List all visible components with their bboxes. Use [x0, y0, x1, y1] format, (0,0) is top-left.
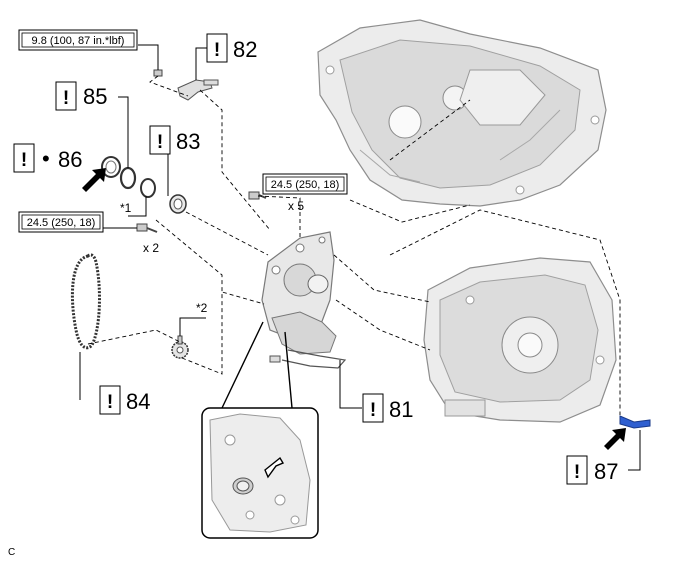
callout-87: ! 87: [566, 455, 618, 485]
caution-icon: !: [370, 400, 376, 421]
torque-spec-2: 24.5 (250, 18): [262, 173, 348, 195]
callout-82-label: 82: [233, 37, 257, 62]
caution-icon: !: [21, 150, 27, 171]
callout-85: ! 85: [55, 81, 107, 111]
callout-leaders: [79, 44, 641, 471]
assembly-lines: [87, 75, 621, 415]
bolts-x5-part: [248, 191, 267, 200]
note-star-1: *1: [120, 201, 132, 215]
torque-spec-3-text: 24.5 (250, 18): [27, 217, 96, 229]
inset-leader-left: [221, 321, 264, 409]
ring-85-part: [119, 166, 137, 190]
callout-86-label: 86: [58, 147, 82, 172]
drain-plug-87-part: [619, 415, 651, 429]
sprocket-part: [171, 335, 189, 359]
chain-84-part: [70, 253, 101, 350]
callout-81: ! 81: [362, 393, 413, 423]
torque-spec-3: 24.5 (250, 18): [18, 211, 104, 233]
bolts-x2-part: [136, 223, 158, 233]
oil-pump-assembly: [261, 231, 347, 369]
arrow-icon-87: [604, 428, 626, 450]
torque-spec-1-text: 9.8 (100, 87 in.*lbf): [32, 35, 125, 47]
note-star-2: *2: [196, 301, 208, 315]
callout-83-label: 83: [176, 129, 200, 154]
bullet-icon: •: [42, 146, 50, 171]
detail-inset: [201, 407, 319, 539]
callout-84-label: 84: [126, 389, 150, 414]
transaxle-housing-upper: [317, 19, 607, 207]
callout-84: ! 84: [99, 385, 150, 415]
caution-icon: !: [574, 462, 580, 483]
inset-leader-right: [284, 331, 293, 409]
caution-icon: !: [107, 392, 113, 413]
caution-icon: !: [63, 88, 69, 109]
bolt-part-top: [153, 69, 163, 77]
callout-81-label: 81: [389, 397, 413, 422]
multiplier-x5: x 5: [288, 199, 304, 213]
caution-icon: !: [157, 132, 163, 153]
callout-85-label: 85: [83, 84, 107, 109]
callout-83: ! 83: [149, 125, 200, 155]
caution-icon: !: [214, 40, 220, 61]
oil-seal-86-part: [101, 156, 121, 178]
callout-87-label: 87: [594, 459, 618, 484]
arrow-icon-86: [82, 168, 106, 192]
snap-ring-part: [140, 178, 156, 198]
multiplier-x2: x 2: [143, 241, 159, 255]
bearing-83-part: [169, 194, 187, 214]
callout-82: ! 82: [206, 33, 257, 63]
shift-fork-part: [177, 79, 219, 101]
torque-spec-2-text: 24.5 (250, 18): [271, 179, 340, 191]
corner-label: C: [8, 547, 15, 558]
transaxle-case-lower: [423, 257, 617, 423]
torque-spec-1: 9.8 (100, 87 in.*lbf): [18, 29, 138, 51]
callout-86: ! • 86: [13, 143, 82, 173]
inset-arrow-icon: [264, 456, 285, 479]
